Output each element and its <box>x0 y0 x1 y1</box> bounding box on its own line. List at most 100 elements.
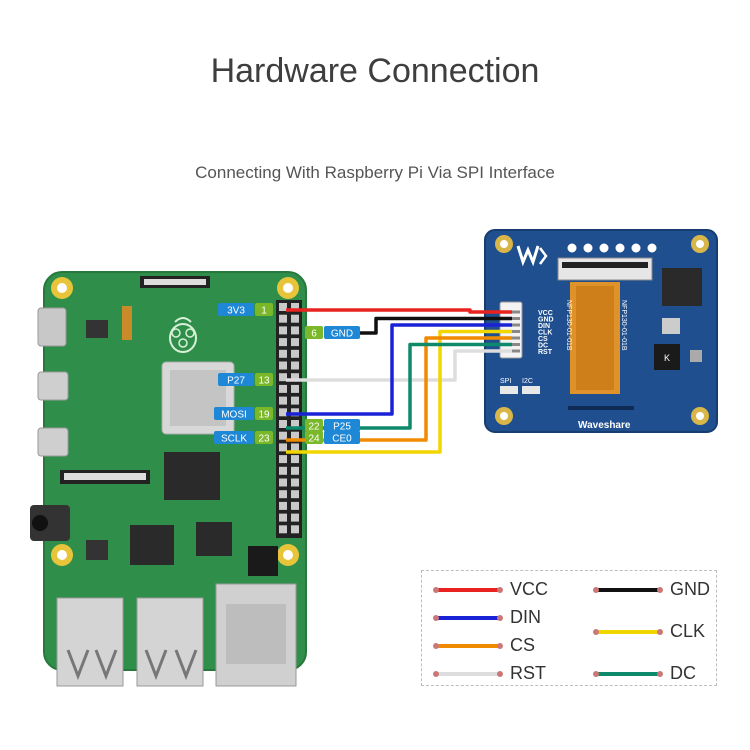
legend-label: VCC <box>510 579 549 599</box>
pin-number-label: 6 <box>311 329 317 340</box>
mount-hole <box>495 407 513 425</box>
gpio-pin <box>291 431 299 440</box>
gpio-pin <box>279 478 287 487</box>
legend-label: CLK <box>670 621 706 641</box>
fpc-label: NFP130-01-01B <box>620 300 627 351</box>
gpio-pin <box>279 396 287 405</box>
module-brand: Waveshare <box>578 420 631 431</box>
wire-gnd <box>346 316 512 335</box>
legend-swatch <box>436 588 500 592</box>
legend-item-rst: RST <box>430 661 554 685</box>
gpio-pin <box>291 384 299 393</box>
pin-number-label: 24 <box>308 434 320 445</box>
pin-number-label: 1 <box>261 306 267 317</box>
mount-hole <box>51 544 73 566</box>
mount-hole <box>51 277 73 299</box>
legend-swatch-end <box>657 671 663 677</box>
legend-swatch-end <box>497 643 503 649</box>
gpio-pin <box>279 384 287 393</box>
module-pin-clk: CLK <box>538 330 552 337</box>
interface-label-spi: SPI <box>500 378 511 385</box>
gpio-pin <box>279 443 287 452</box>
gpio-pin <box>279 326 287 335</box>
module-pin-din: DIN <box>538 323 550 330</box>
legend-item-dc: DC <box>590 661 714 685</box>
module-pin-contact <box>512 343 520 346</box>
waveshare-logo-icon <box>516 245 548 267</box>
gpio-pin <box>279 420 287 428</box>
pin-name-label: SCLK <box>221 434 247 445</box>
fpc-label: NFP130-01-01B <box>565 300 572 351</box>
gpio-pin <box>279 513 287 522</box>
gpio-pin <box>291 501 299 510</box>
pin-number-label: 13 <box>258 376 270 387</box>
gpio-pin <box>279 349 287 358</box>
module-pin-cs: CS <box>538 336 548 343</box>
wire-vcc <box>286 308 512 314</box>
gpio-pin <box>279 431 287 440</box>
gpio-pin <box>291 525 299 534</box>
legend-swatch-end <box>497 587 503 593</box>
legend-swatch-end <box>433 643 439 649</box>
mount-hole <box>691 235 709 253</box>
gpio-pin <box>279 466 287 475</box>
pin-number-label: 23 <box>258 434 270 445</box>
module-pin-contact <box>512 310 520 314</box>
legend-swatch-end <box>433 587 439 593</box>
gpio-pin <box>279 338 287 347</box>
legend-item-cs: CS <box>430 633 554 657</box>
gpio-pin <box>291 338 299 347</box>
legend-swatch-end <box>593 629 599 635</box>
gpio-header <box>279 303 299 534</box>
pin-tag-gnd: GND 6 <box>305 326 360 340</box>
wires <box>286 308 512 454</box>
legend-item-din: DIN <box>430 605 554 629</box>
mount-hole <box>495 235 513 253</box>
mount-hole <box>691 407 709 425</box>
legend-swatch-end <box>497 615 503 621</box>
legend-swatch-end <box>657 587 663 593</box>
legend-swatch-end <box>593 671 599 677</box>
pin-number-label: 22 <box>308 422 320 433</box>
gpio-pin <box>291 314 299 323</box>
raspberry-pi-board <box>30 271 307 687</box>
page-subtitle: Connecting With Raspberry Pi Via SPI Int… <box>195 163 555 182</box>
gpio-pin <box>291 326 299 335</box>
gpio-pin <box>279 314 287 323</box>
raspberry-logo-icon <box>169 317 197 353</box>
gpio-pin <box>291 513 299 522</box>
legend-swatch <box>596 672 660 676</box>
gpio-pin <box>291 303 299 311</box>
gpio-pin <box>291 373 299 382</box>
legend-swatch <box>596 588 660 592</box>
gpio-pin <box>279 501 287 510</box>
interface-label-i2c: I2C <box>522 378 533 385</box>
pin-name-label: GND <box>331 329 353 340</box>
gpio-pin <box>291 490 299 499</box>
module-pin-rst: RST <box>538 349 553 356</box>
gpio-pin <box>279 408 287 417</box>
legend-swatch-end <box>593 587 599 593</box>
gpio-pin <box>291 361 299 370</box>
gpio-pin <box>279 455 287 464</box>
gpio-pin <box>291 478 299 487</box>
module-pin-contact <box>512 330 520 333</box>
legend-label: RST <box>510 663 546 683</box>
gpio-pin <box>291 408 299 417</box>
legend-swatch <box>436 672 500 676</box>
gpio-pin <box>291 443 299 452</box>
gpio-pin <box>291 455 299 464</box>
module-pin-contact <box>512 317 520 320</box>
gpio-pin <box>279 373 287 382</box>
wire-rst <box>286 349 512 382</box>
mount-hole <box>277 544 299 566</box>
legend-swatch <box>436 644 500 648</box>
gpio-pin <box>279 303 287 311</box>
